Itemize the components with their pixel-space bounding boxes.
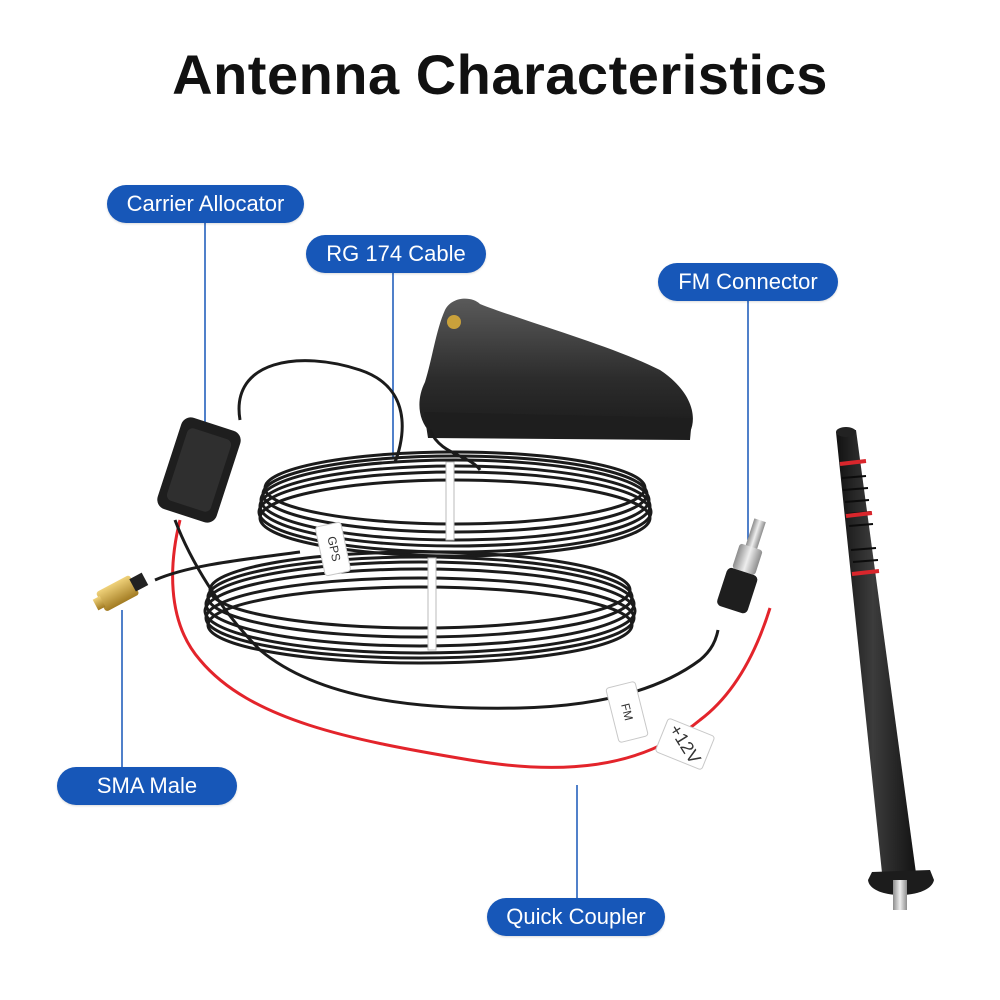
callout-carrier-allocator: Carrier Allocator: [107, 185, 304, 223]
fm-tag: FM: [605, 681, 649, 743]
gps-tag-label: GPS: [324, 535, 343, 563]
callout-fm-connector: FM Connector: [658, 263, 838, 301]
fm-tag-label: FM: [618, 702, 636, 722]
power-wire: [171, 519, 772, 769]
callout-rg174-cable: RG 174 Cable: [306, 235, 486, 273]
whip-antenna: [836, 427, 934, 910]
callout-sma-male: SMA Male: [57, 767, 237, 805]
callout-quick-coupler: Quick Coupler: [487, 898, 665, 936]
page-title: Antenna Characteristics: [172, 43, 828, 106]
fm-connector-plug: [717, 518, 766, 614]
power-tag: +12V: [655, 718, 715, 770]
shark-fin-antenna: [419, 298, 693, 440]
carrier-allocator-box: [157, 417, 241, 523]
lower-cable-coil: [203, 550, 637, 665]
cable-tie: [427, 557, 437, 651]
cable-tie: [445, 461, 455, 541]
upper-cable-coil: [257, 450, 653, 558]
gps-tag: GPS: [315, 521, 351, 577]
sma-connector: [92, 572, 149, 611]
